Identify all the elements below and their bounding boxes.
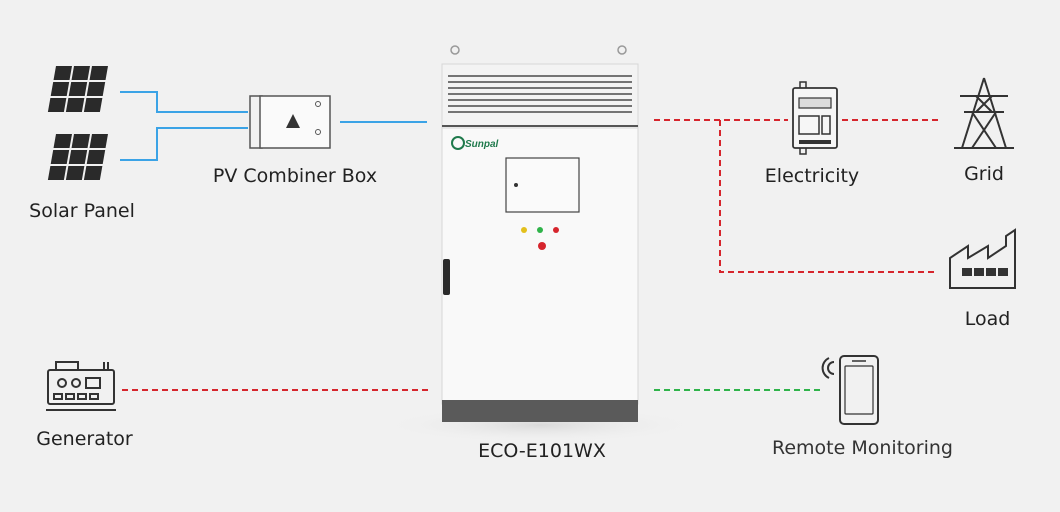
wireless-signal-icon	[821, 357, 835, 379]
cabinet-door-handle	[443, 259, 450, 295]
solar-panel-2-to-combiner-line	[120, 127, 248, 161]
emergency-stop-button	[538, 242, 546, 250]
factory-load-icon	[949, 228, 1016, 289]
cabinet-display-window	[505, 157, 580, 213]
product-model-label: ECO-E101WX	[478, 440, 606, 462]
load-label: Load	[964, 308, 1011, 330]
solar-panel-icon	[47, 66, 108, 180]
indicator-light-red	[553, 227, 559, 233]
dc-connection-lines	[120, 91, 427, 161]
cabinet-to-load-line	[719, 120, 936, 273]
cabinet-vent-grille	[448, 75, 632, 113]
cabinet-base	[442, 400, 638, 422]
remote-monitoring-label: Remote Monitoring	[772, 437, 953, 459]
generator-icon	[46, 361, 116, 411]
generator-label: Generator	[36, 428, 133, 450]
electricity-label: Electricity	[764, 165, 860, 187]
indicator-light-green	[537, 227, 543, 233]
power-grid-tower-icon	[954, 77, 1014, 149]
grid-label: Grid	[964, 163, 1004, 185]
brand-logo-icon	[451, 136, 465, 150]
brand-logo-text: Sunpal	[465, 139, 499, 150]
solar-panel-label: Solar Panel	[29, 200, 135, 222]
pv-combiner-box-label: PV Combiner Box	[212, 165, 378, 187]
eco-cabinet	[380, 45, 700, 443]
smartphone-icon	[839, 355, 879, 425]
ac-connection-lines	[122, 119, 940, 391]
electricity-meter-icon	[792, 81, 838, 155]
pv-combiner-box-icon	[249, 95, 331, 149]
indicator-light-yellow	[521, 227, 527, 233]
solar-panel-1-to-combiner-line	[120, 91, 248, 113]
